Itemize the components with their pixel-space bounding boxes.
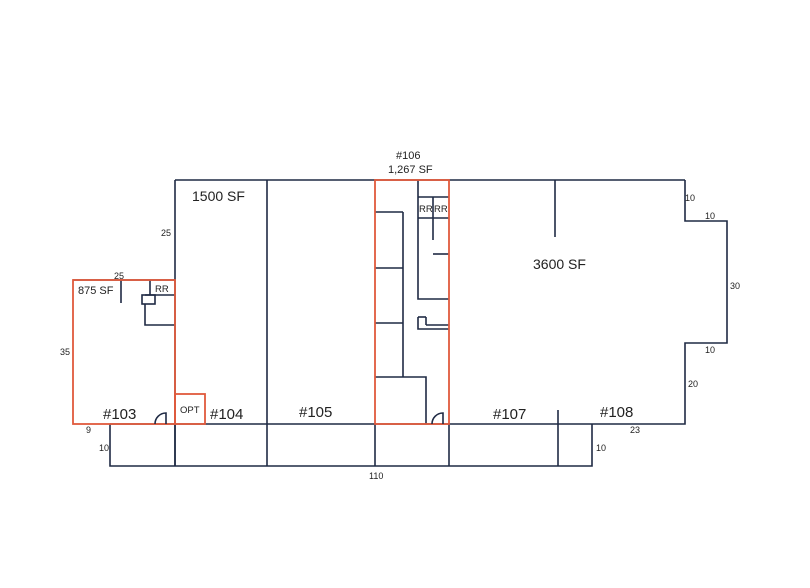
dim-right-upper: 10 (685, 193, 695, 203)
area-103-label: 875 SF (78, 285, 114, 297)
opt-room-label: OPT (180, 405, 200, 416)
restroom-103-label: RR (155, 284, 169, 295)
unit-106-interior (375, 180, 449, 424)
dim-right-step-lower: 10 (705, 345, 715, 355)
dim-right-lower: 20 (688, 379, 698, 389)
door-swings (154, 412, 444, 425)
area-104-label: 1500 SF (192, 188, 245, 204)
dim-canopy-length: 110 (369, 471, 383, 481)
door-106-icon (431, 412, 444, 425)
area-107-label: 3600 SF (533, 256, 586, 272)
dim-right-step-upper: 10 (705, 211, 715, 221)
dim-103-top: 25 (114, 271, 124, 281)
highlighted-spaces (72, 179, 450, 425)
dim-103-side: 35 (60, 347, 70, 357)
dim-left-wall: 25 (161, 228, 171, 238)
unit-106-outline (374, 179, 450, 425)
opt-room-outline (174, 393, 206, 425)
unit-103-outline (72, 279, 176, 425)
dim-103-front: 9 (86, 425, 91, 435)
unit-103-label: #103 (103, 406, 136, 423)
dim-108-front: 23 (630, 425, 640, 435)
restroom-106a-label: RR (419, 204, 433, 215)
dim-canopy-left: 10 (99, 443, 109, 453)
unit-105-label: #105 (299, 404, 332, 421)
unit-106-label: #106 (396, 150, 420, 162)
dim-canopy-right: 10 (596, 443, 606, 453)
unit-104-label: #104 (210, 406, 243, 423)
unit-107-label: #107 (493, 406, 526, 423)
dim-right-bump: 30 (730, 281, 740, 291)
area-106-label: 1,267 SF (388, 164, 433, 176)
unit-108-label: #108 (600, 404, 633, 421)
door-103-icon (154, 412, 167, 425)
restroom-106b-label: RR (434, 204, 448, 215)
